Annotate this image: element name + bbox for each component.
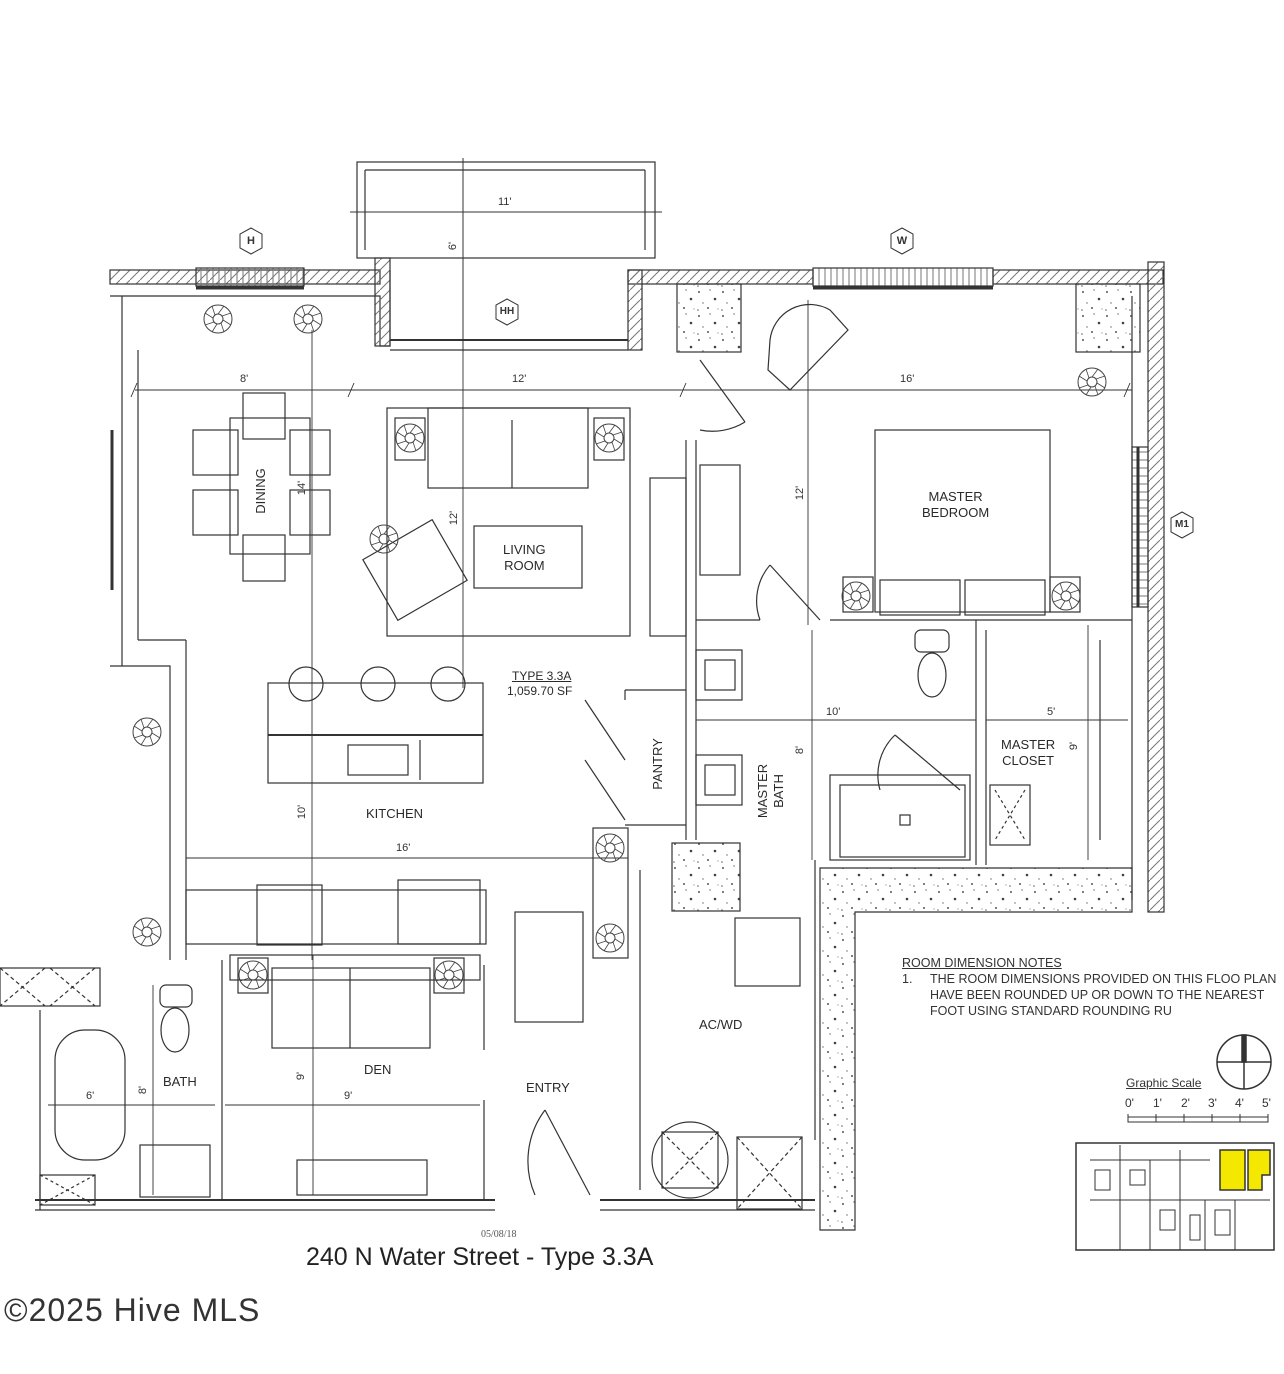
- notes-heading: ROOM DIMENSION NOTES: [902, 956, 1062, 970]
- dim-dining-depth: 14': [296, 480, 309, 496]
- room-label-kitchen: KITCHEN: [366, 806, 424, 821]
- marker-hh: HH: [499, 306, 515, 317]
- room-label-living-room: LIVING ROOM: [503, 542, 546, 574]
- dim-kitchen-width: 16': [396, 842, 411, 854]
- marker-m1: M1: [1175, 519, 1189, 530]
- unit-type-label: TYPE 3.3A: [512, 669, 572, 683]
- dim-bedroom-width: 16': [900, 373, 915, 385]
- unit-square-feet: 1,059.70 SF: [507, 684, 573, 698]
- dim-den-depth: 9': [295, 1071, 308, 1081]
- dim-balcony-width: 11': [498, 196, 512, 208]
- marker-h-icon: [239, 227, 263, 255]
- scale-tick: 0': [1125, 1096, 1134, 1110]
- key-plan-thumbnail: [1075, 1142, 1275, 1251]
- notes-item-number: 1.: [902, 972, 913, 986]
- scale-tick: 1': [1153, 1096, 1162, 1110]
- marker-h: H: [247, 235, 255, 247]
- room-label-bath: BATH: [163, 1074, 197, 1089]
- room-label-den: DEN: [364, 1062, 392, 1077]
- room-label-acwd: AC/WD: [699, 1017, 743, 1032]
- marker-w: W: [896, 235, 908, 247]
- scale-tick: 3': [1208, 1096, 1217, 1110]
- room-label-dining: DINING: [252, 468, 268, 514]
- notes-item-text: THE ROOM DIMENSIONS PROVIDED ON THIS FLO…: [930, 972, 1277, 1018]
- scale-tick: 5': [1262, 1096, 1271, 1110]
- room-label-master-bedroom-line1: MASTER: [928, 489, 983, 504]
- marker-w-icon: [890, 227, 914, 255]
- dim-closet-depth: 9': [1068, 741, 1081, 751]
- dim-kitchen-depth: 10': [296, 804, 309, 820]
- scale-tick: 2': [1181, 1096, 1190, 1110]
- dim-den-width: 9': [344, 1090, 353, 1102]
- room-label-master-bath: MASTER BATH: [755, 764, 787, 818]
- room-label-master-closet-line1: MASTER: [1001, 737, 1056, 752]
- room-label-entry: ENTRY: [526, 1080, 570, 1095]
- dim-living-width: 12': [512, 373, 527, 385]
- dim-bedroom-depth: 12': [794, 485, 807, 501]
- room-label-master-closet-line2: CLOSET: [1002, 753, 1055, 768]
- dim-dining-width: 8': [240, 373, 249, 385]
- room-label-master-bedroom: MASTER BEDROOM: [922, 489, 989, 521]
- room-label-pantry: PANTRY: [649, 738, 665, 790]
- room-label-master-bath-line1: MASTER: [755, 763, 771, 819]
- marker-hh-icon: [495, 298, 519, 326]
- graphic-scale-bar: [1127, 1114, 1269, 1123]
- room-label-living-line2: ROOM: [504, 558, 545, 573]
- plan-date: 05/08/18: [481, 1229, 517, 1240]
- dim-master-bath-width: 10': [826, 706, 841, 718]
- marker-m1-icon: [1170, 511, 1194, 539]
- dim-bath-depth: 8': [137, 1085, 150, 1095]
- copyright-watermark: ©2025 Hive MLS: [4, 1292, 261, 1328]
- graphic-scale-title: Graphic Scale: [1126, 1076, 1202, 1090]
- room-label-master-bedroom-line2: BEDROOM: [922, 505, 990, 520]
- plan-title: 240 N Water Street - Type 3.3A: [306, 1243, 654, 1271]
- notes-item: 1. THE ROOM DIMENSIONS PROVIDED ON THIS …: [902, 971, 1284, 1019]
- dim-living-depth: 12': [448, 510, 461, 526]
- room-dimension-notes: ROOM DIMENSION NOTES 1. THE ROOM DIMENSI…: [902, 955, 1284, 1019]
- scale-tick: 4': [1235, 1096, 1244, 1110]
- room-label-master-bath-line2: BATH: [771, 774, 787, 808]
- dim-master-bath-depth: 8': [794, 745, 807, 755]
- room-label-master-closet: MASTER CLOSET: [1001, 737, 1055, 769]
- north-arrow-icon: [1216, 1034, 1272, 1090]
- dim-closet-width: 5': [1047, 706, 1056, 718]
- room-label-living-line1: LIVING: [503, 542, 546, 557]
- dim-bath-width: 6': [86, 1090, 95, 1102]
- dim-balcony-depth: 6': [447, 241, 460, 251]
